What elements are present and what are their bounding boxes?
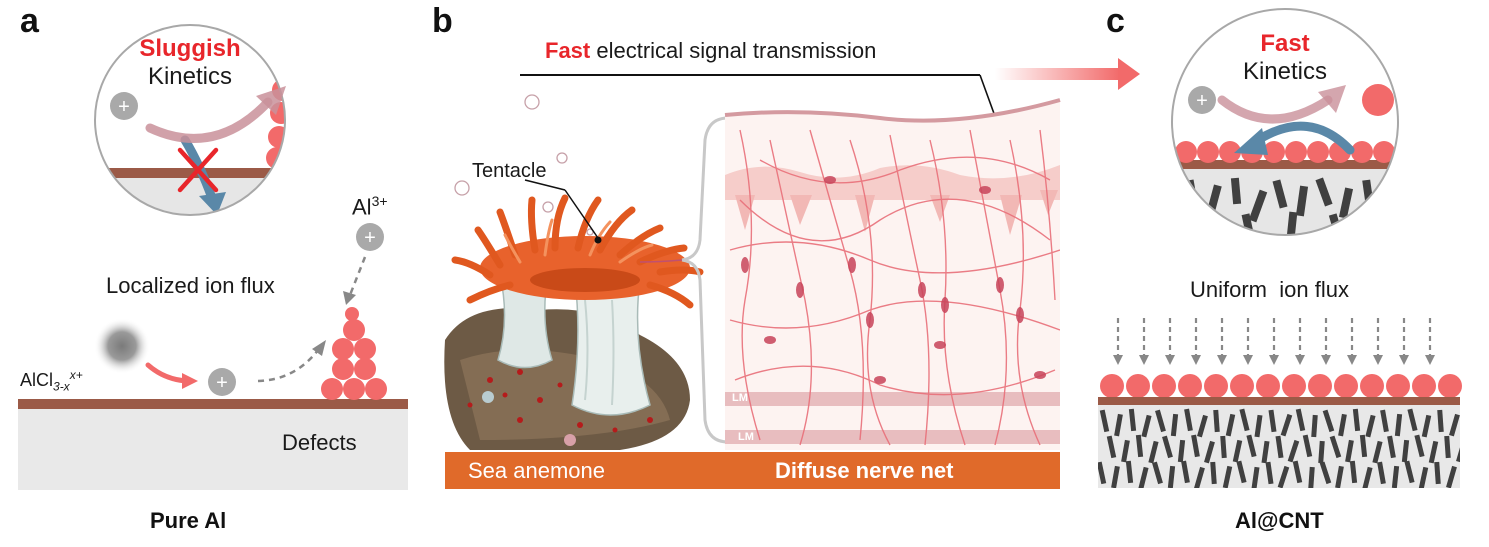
panel-b-letter: b	[432, 2, 453, 40]
svg-text:+: +	[364, 227, 376, 249]
banner	[445, 452, 1060, 489]
sluggish-word: Sluggish	[139, 35, 241, 62]
panel-a-substrate	[18, 399, 408, 490]
al-ion	[356, 223, 384, 251]
svg-text:+: +	[1196, 90, 1208, 112]
headline-rest: electrical signal transmission	[596, 38, 877, 63]
localized-flux-label: Localized ion flux	[106, 273, 275, 298]
lm-label-1: LM	[732, 392, 748, 404]
pure-al-caption: Pure Al	[150, 508, 227, 533]
nerve-net-illustration	[724, 98, 1061, 450]
panel-c-kinetics-heading: Fast Kinetics	[1215, 30, 1355, 86]
electrolyte-sup: x+	[69, 368, 83, 382]
panel-a-letter: a	[20, 2, 39, 40]
al-ion-label: Al3+	[352, 193, 388, 220]
sea-anemone-illustration	[444, 194, 704, 450]
defects-label: Defects	[282, 430, 357, 455]
panel-a-kinetics-heading: Sluggish Kinetics	[110, 35, 270, 91]
tentacle-label: Tentacle	[472, 160, 547, 182]
fast-word-b: Fast	[545, 38, 591, 63]
diffuse-nerve-net-label: Diffuse nerve net	[775, 458, 954, 483]
sea-anemone-label: Sea anemone	[468, 458, 605, 483]
kinetics-word-a: Kinetics	[147, 63, 233, 90]
svg-text:+: +	[118, 96, 130, 118]
svg-text:+: +	[216, 372, 228, 394]
uniform-deposit	[1100, 374, 1462, 398]
electrolyte-label: AlCl3-xx+	[20, 368, 83, 394]
cnt-substrate	[1098, 408, 1460, 488]
lm-label-2: LM	[738, 431, 754, 443]
electrolyte-sub: 3-x	[53, 379, 70, 394]
electrolyte-prefix: AlCl	[20, 370, 54, 390]
uniform-flux-label: Uniform ion flux	[1190, 277, 1349, 302]
electrolyte-orb	[94, 318, 150, 374]
al-cnt-caption: Al@CNT	[1235, 508, 1324, 533]
dendrite-pile	[321, 307, 387, 400]
al-ion-charge: 3+	[371, 193, 388, 209]
al-ion-symbol: Al	[352, 194, 372, 220]
headline: Fast electrical signal transmission	[545, 38, 876, 64]
fast-word-c: Fast	[1260, 30, 1310, 57]
panel-c-letter: c	[1106, 2, 1125, 40]
kinetics-word-c: Kinetics	[1242, 58, 1328, 85]
